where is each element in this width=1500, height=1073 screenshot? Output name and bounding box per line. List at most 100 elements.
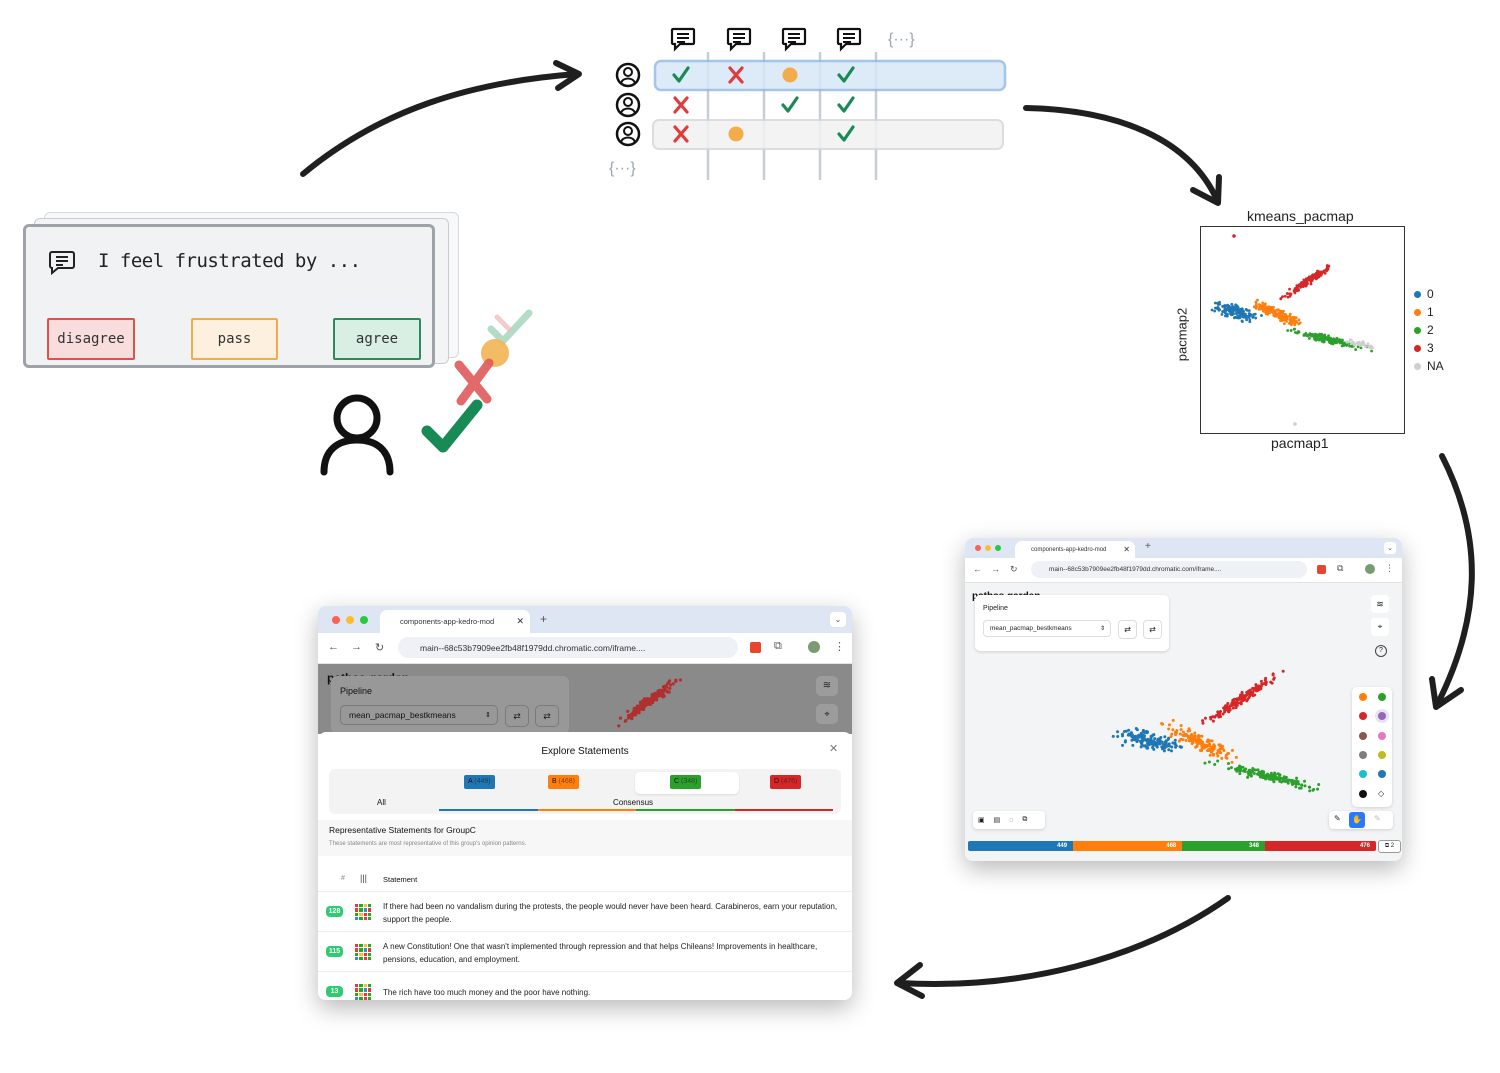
- scatter-point: [1313, 337, 1317, 341]
- select-tools: ✎ ✋ ✎: [1329, 811, 1393, 829]
- avatar[interactable]: [808, 641, 820, 653]
- scatter-point: [1331, 342, 1335, 346]
- color-swatch[interactable]: [1378, 731, 1386, 740]
- color-swatch[interactable]: [1359, 789, 1367, 798]
- new-tab-icon[interactable]: +: [1145, 541, 1151, 552]
- menu-icon[interactable]: ⋮: [1385, 563, 1394, 573]
- pen-icon[interactable]: ✎: [1374, 814, 1381, 823]
- menu-icon[interactable]: ⋮: [834, 641, 845, 653]
- forward-icon[interactable]: →: [991, 564, 1000, 574]
- scatter-point: [1308, 276, 1312, 280]
- pipeline-select[interactable]: mean_pacmap_bestkmeans ⇕: [340, 705, 498, 725]
- group-pill-d[interactable]: D (476): [770, 775, 802, 789]
- color-swatch[interactable]: [1378, 770, 1386, 779]
- swap-button-2[interactable]: ⇄: [1143, 620, 1162, 639]
- map-point: [1146, 746, 1150, 750]
- tool-icon-1[interactable]: ▣: [978, 817, 985, 824]
- reload-icon[interactable]: ↻: [1010, 564, 1018, 574]
- map-point: [1197, 737, 1201, 741]
- color-swatch[interactable]: [1378, 693, 1386, 701]
- legend-item: 1: [1414, 303, 1444, 321]
- color-swatch[interactable]: [1359, 750, 1367, 759]
- reload-icon[interactable]: ↻: [375, 642, 385, 654]
- address-bar[interactable]: main--68c53b7909ee2fb48f1979dd.chromatic…: [1031, 561, 1307, 578]
- layers-count-badge[interactable]: ⧉ 2: [1378, 840, 1401, 853]
- group-pill-b[interactable]: B (468): [548, 775, 579, 789]
- color-swatch[interactable]: [1359, 712, 1367, 721]
- color-swatch[interactable]: [1359, 731, 1367, 740]
- extension-icon[interactable]: [750, 642, 761, 653]
- pipeline-select[interactable]: mean_pacmap_bestkmeans ⇕: [983, 620, 1111, 637]
- map-point: [1260, 769, 1264, 773]
- agree-button[interactable]: agree: [333, 318, 421, 360]
- pass-mark: [728, 126, 744, 142]
- pass-button[interactable]: pass: [191, 318, 278, 360]
- help-icon[interactable]: ?: [1375, 645, 1387, 657]
- map-point: [1234, 706, 1238, 710]
- browser-tab[interactable]: components-app-kedro-mod ✕: [1015, 541, 1135, 558]
- tool-icon-4[interactable]: ⧉: [1022, 816, 1028, 823]
- tab-consensus[interactable]: Consensus: [613, 798, 654, 807]
- avatar[interactable]: [1365, 564, 1375, 574]
- color-swatch[interactable]: [1359, 693, 1367, 701]
- swap-button[interactable]: ⇄: [505, 705, 529, 727]
- group-pill-label: A: [468, 778, 475, 785]
- telescope-button[interactable]: ⌖: [1371, 618, 1389, 636]
- legend-swatch: [1414, 344, 1421, 352]
- color-swatch[interactable]: [1378, 750, 1386, 759]
- layers-button[interactable]: ≋: [816, 676, 838, 696]
- map-point: [1180, 745, 1184, 749]
- lasso-icon[interactable]: ✎: [1334, 814, 1341, 823]
- scatter-point: [1261, 301, 1265, 305]
- map-point: [1248, 688, 1252, 692]
- group-pill-a[interactable]: A (449): [464, 775, 495, 789]
- swap-button[interactable]: ⇄: [1118, 620, 1137, 639]
- telescope-button[interactable]: ⌖: [816, 704, 838, 724]
- color-swatch[interactable]: [1359, 770, 1367, 779]
- group-count-segment[interactable]: 348: [1182, 841, 1265, 851]
- close-tab-icon[interactable]: ✕: [1123, 545, 1130, 554]
- tab-all[interactable]: All: [377, 798, 386, 807]
- group-pill-c[interactable]: C (348): [670, 775, 702, 789]
- puzzle-icon[interactable]: ⧉: [1337, 563, 1344, 573]
- map-point: [1247, 773, 1251, 777]
- map-point: [1208, 744, 1212, 748]
- scatter-point: [1309, 282, 1313, 286]
- scatter-point: [1313, 332, 1317, 336]
- close-tab-icon[interactable]: ✕: [516, 616, 524, 626]
- group-count-segment[interactable]: 468: [1073, 841, 1183, 851]
- disagree-button[interactable]: disagree: [47, 318, 135, 360]
- map-point: [1195, 744, 1199, 748]
- new-tab-icon[interactable]: +: [540, 612, 548, 626]
- tab-menu-icon[interactable]: ⌄: [1384, 542, 1396, 554]
- tool-icon-2[interactable]: ▤: [993, 817, 1001, 824]
- extension-icon[interactable]: [1317, 565, 1326, 574]
- map-point: [1241, 765, 1245, 769]
- group-count-segment[interactable]: 449: [968, 841, 1074, 851]
- browser-tab[interactable]: components-app-kedro-mod ✕: [380, 610, 530, 633]
- layers-button[interactable]: ≋: [1371, 595, 1389, 613]
- swap-button-2[interactable]: ⇄: [535, 705, 559, 727]
- map-point: [1227, 762, 1231, 766]
- tab-menu-icon[interactable]: ⌄: [830, 612, 846, 627]
- back-icon[interactable]: ←: [328, 641, 339, 653]
- tool-icon-3[interactable]: ◌: [1009, 816, 1014, 824]
- comment-icon: [670, 27, 696, 52]
- scatter-point: [1352, 342, 1356, 346]
- forward-icon[interactable]: →: [351, 641, 362, 653]
- scatter-point: [1217, 308, 1221, 312]
- eraser-icon[interactable]: ◇: [1378, 788, 1385, 798]
- address-bar[interactable]: main--68c53b7909ee2fb48f1979dd.chromatic…: [398, 637, 738, 658]
- group-count-segment[interactable]: 476: [1265, 841, 1376, 851]
- scatter-point: [1291, 321, 1294, 325]
- back-icon[interactable]: ←: [973, 564, 982, 574]
- hand-tool-icon[interactable]: ✋: [1349, 812, 1365, 828]
- comment-icon: [836, 27, 862, 52]
- map-point: [1230, 748, 1234, 752]
- puzzle-icon[interactable]: ⧉: [774, 640, 782, 652]
- close-icon[interactable]: ✕: [829, 743, 839, 755]
- color-swatch[interactable]: [1378, 712, 1386, 721]
